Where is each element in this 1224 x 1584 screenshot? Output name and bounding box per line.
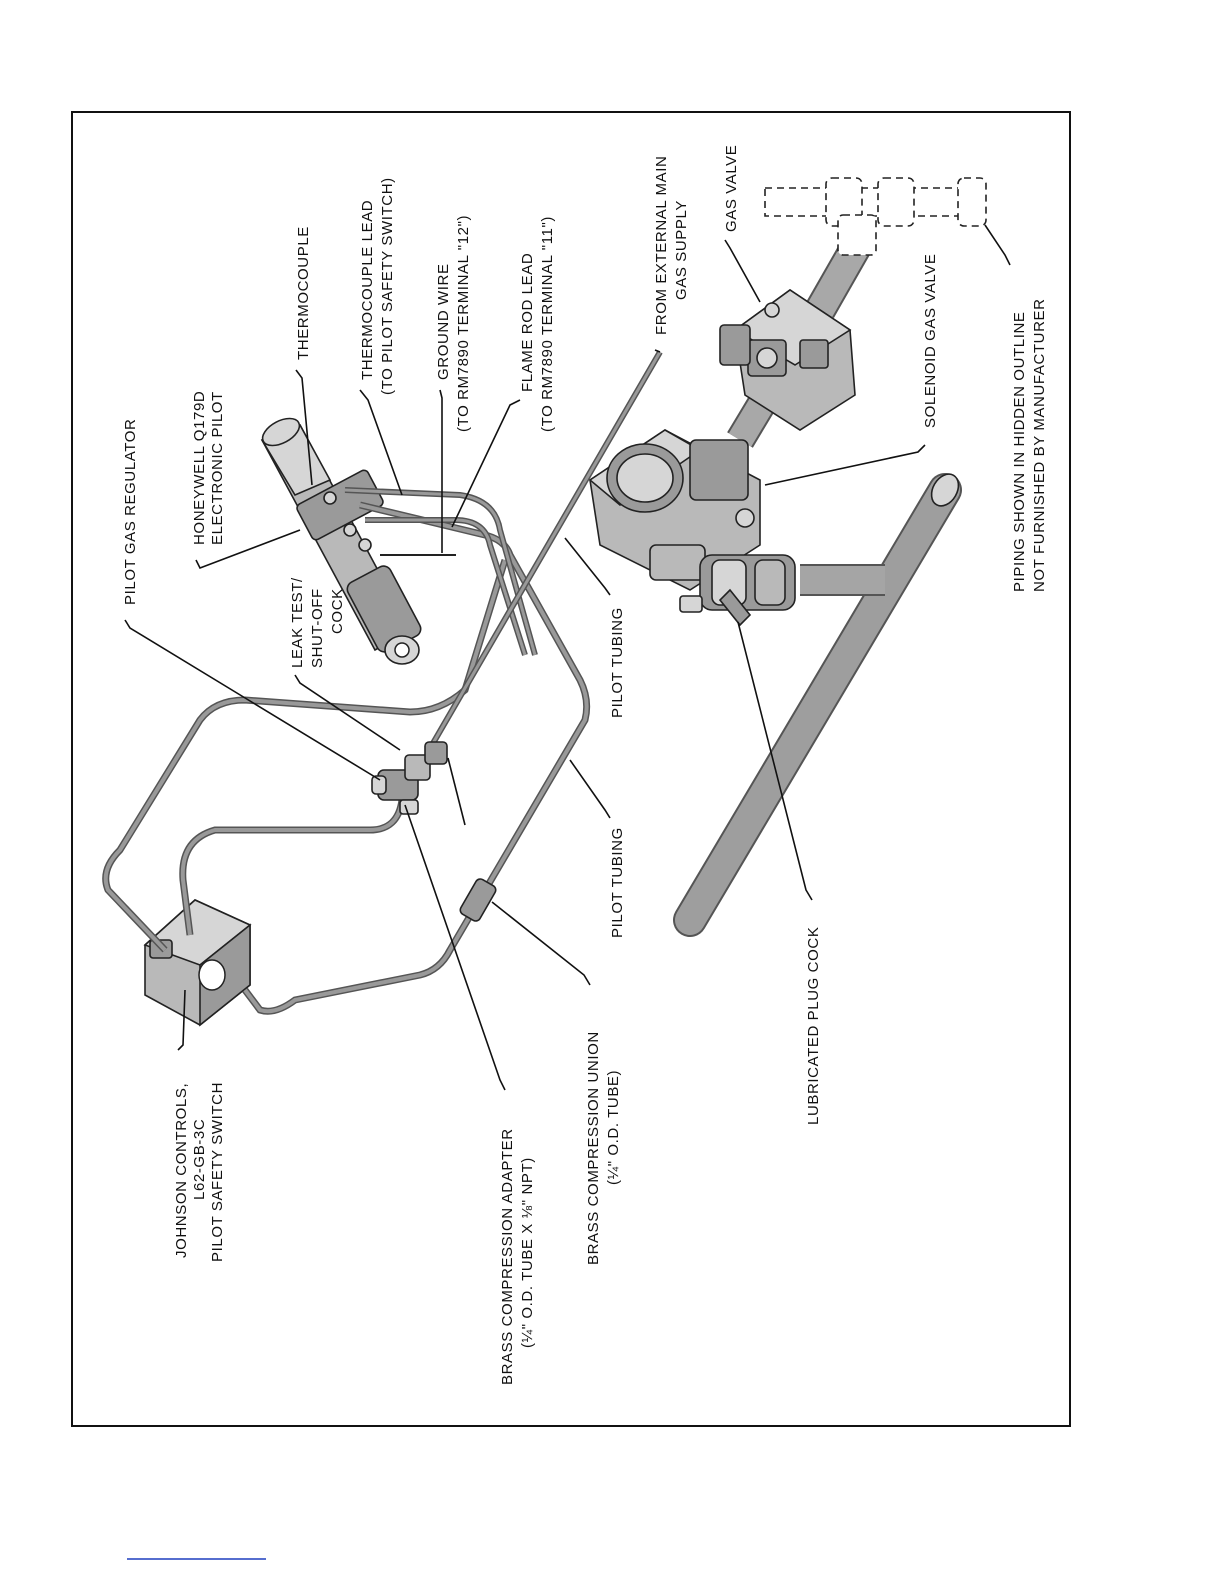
label-ground-wire-line1: GROUND WIRE xyxy=(435,263,452,380)
label-honeywell-line2: ELECTRONIC PILOT xyxy=(209,391,226,545)
label-flame-rod-line2: (TO RM7890 TERMINAL "11") xyxy=(539,216,556,432)
diagram-frame xyxy=(71,111,1071,1427)
label-leak-test-line1: LEAK TEST/ xyxy=(289,577,306,668)
label-lubricated-plug-cock: LUBRICATED PLUG COCK xyxy=(805,927,822,1125)
label-solenoid-gas-valve: SOLENOID GAS VALVE xyxy=(922,254,939,428)
brass-compression-union xyxy=(459,878,497,922)
label-pilot-gas-regulator: PILOT GAS REGULATOR xyxy=(122,419,139,605)
label-thermocouple: THERMOCOUPLE xyxy=(295,226,312,360)
label-pilot-tubing-lower: PILOT TUBING xyxy=(609,827,626,938)
pilot-safety-switch xyxy=(143,899,252,1027)
label-piping-note-line1: PIPING SHOWN IN HIDDEN OUTLINE xyxy=(1011,311,1028,592)
label-brass-union-line1: BRASS COMPRESSION UNION xyxy=(585,1031,602,1265)
label-ground-wire-line2: (TO RM7890 TERMINAL "12") xyxy=(455,215,472,432)
label-johnson-line3: PILOT SAFETY SWITCH xyxy=(209,1082,226,1262)
pilot-tubing xyxy=(102,350,663,1015)
label-leak-test-line3: COCK xyxy=(329,588,346,634)
label-brass-union-line2: (¼" O.D. TUBE) xyxy=(605,1070,622,1185)
label-piping-note-line2: NOT FURNISHED BY MANUFACTURER xyxy=(1031,298,1048,592)
callout-labels: PILOT GAS REGULATOR HONEYWELL Q179D ELEC… xyxy=(122,145,1048,1385)
lubricated-plug-cock xyxy=(679,554,796,627)
pilot-gas-regulator xyxy=(371,754,431,801)
label-thermocouple-lead-line1: THERMOCOUPLE LEAD xyxy=(359,200,376,380)
label-thermocouple-lead-line2: (TO PILOT SAFETY SWITCH) xyxy=(379,177,396,395)
hidden-piping xyxy=(764,177,987,256)
label-leak-test-line2: SHUT-OFF xyxy=(309,588,326,668)
solenoid-gas-valve xyxy=(588,429,761,591)
label-honeywell-line1: HONEYWELL Q179D xyxy=(191,391,208,545)
main-pipe xyxy=(673,473,962,937)
label-pilot-tubing-upper: PILOT TUBING xyxy=(609,607,626,718)
label-brass-adapter-line2: (¼" O.D. TUBE X ⅛" NPT) xyxy=(519,1157,536,1348)
label-external-supply-line1: FROM EXTERNAL MAIN xyxy=(653,156,670,335)
label-johnson-line2: L62-GB-3C xyxy=(191,1119,208,1200)
leader-lines xyxy=(124,224,1011,1091)
label-external-supply-line2: GAS SUPPLY xyxy=(673,200,690,300)
honeywell-pilot xyxy=(260,417,422,665)
label-brass-adapter-line1: BRASS COMPRESSION ADAPTER xyxy=(499,1128,516,1385)
gas-valve xyxy=(719,289,856,431)
label-johnson-line1: JOHNSON CONTROLS, xyxy=(173,1083,190,1258)
label-gas-valve: GAS VALVE xyxy=(723,145,740,232)
label-flame-rod-line1: FLAME ROD LEAD xyxy=(519,253,536,392)
leak-test-cock xyxy=(399,741,448,815)
